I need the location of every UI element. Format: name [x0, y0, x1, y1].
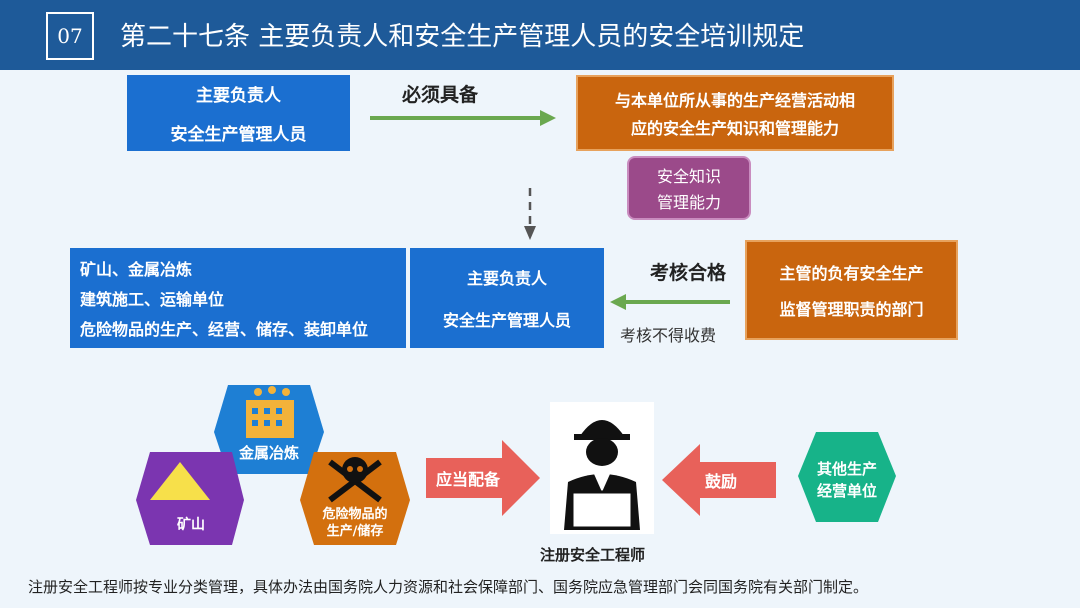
hex-danger-label2: 生产/储存 [326, 524, 384, 539]
hex-mine-label: 矿山 [177, 517, 205, 533]
hex-metal-label: 金属冶炼 [238, 444, 299, 462]
top-left-line2: 安全生产管理人员 [170, 125, 307, 145]
factory-icon [246, 386, 294, 438]
arrow-must-have-head [540, 110, 556, 126]
arrow-encourage-label: 鼓励 [705, 472, 738, 491]
hex-other-label1: 其他生产 [816, 460, 877, 478]
purple-line1: 安全知识 [656, 167, 721, 186]
left-list-box: 矿山、金属冶炼 建筑施工、运输单位 危险物品的生产、经营、储存、装卸单位 [70, 248, 406, 348]
hex-danger [300, 452, 410, 545]
mountain-icon [150, 462, 210, 500]
dept-box: 主管的负有安全生产 监督管理职责的部门 [745, 240, 958, 340]
top-right-line2: 应的安全生产知识和管理能力 [630, 119, 839, 138]
exam-pass-label: 考核合格 [650, 262, 727, 284]
skull-icon [328, 457, 382, 503]
arrow-encourage [662, 444, 776, 516]
exam-fee-label: 考核不得收费 [620, 326, 717, 345]
page-title: 第二十七条 主要负责人和安全生产管理人员的安全培训规定 [120, 22, 805, 52]
dept-line2: 监督管理职责的部门 [779, 300, 924, 319]
hex-other [798, 432, 896, 522]
left-list-line1: 矿山、金属冶炼 [80, 260, 193, 279]
engineer-label: 注册安全工程师 [540, 546, 646, 564]
top-right-line1: 与本单位所从事的生产经营活动相 [614, 91, 855, 110]
purple-line2: 管理能力 [656, 193, 721, 212]
hex-danger-label1: 危险物品的 [322, 507, 388, 522]
dept-line1: 主管的负有安全生产 [779, 264, 924, 283]
left-list-line3: 危险物品的生产、经营、储存、装卸单位 [80, 320, 369, 339]
arrow-equip [426, 440, 540, 516]
top-left-box: 主要负责人 安全生产管理人员 [127, 75, 350, 151]
arrow-exam-head [610, 294, 626, 310]
arrow-equip-label: 应当配备 [436, 470, 501, 489]
hex-other-label2: 经营单位 [816, 482, 877, 500]
purple-box: 安全知识 管理能力 [627, 156, 751, 220]
middle-line2: 安全生产管理人员 [442, 311, 571, 330]
must-have-label: 必须具备 [402, 84, 479, 106]
dashed-down-arrow-head [524, 226, 536, 240]
header-bar: 07 第二十七条 主要负责人和安全生产管理人员的安全培训规定 [0, 0, 1080, 70]
top-right-box: 与本单位所从事的生产经营活动相 应的安全生产知识和管理能力 [576, 75, 894, 151]
top-left-line1: 主要负责人 [196, 86, 281, 106]
footer-note: 注册安全工程师按专业分类管理，具体办法由国务院人力资源和社会保障部门、国务院应急… [28, 578, 869, 596]
middle-box: 主要负责人 安全生产管理人员 [410, 248, 604, 348]
engineer-icon [564, 420, 640, 530]
left-list-line2: 建筑施工、运输单位 [80, 290, 225, 309]
slide-number: 07 [46, 12, 94, 60]
middle-line1: 主要负责人 [466, 269, 547, 288]
